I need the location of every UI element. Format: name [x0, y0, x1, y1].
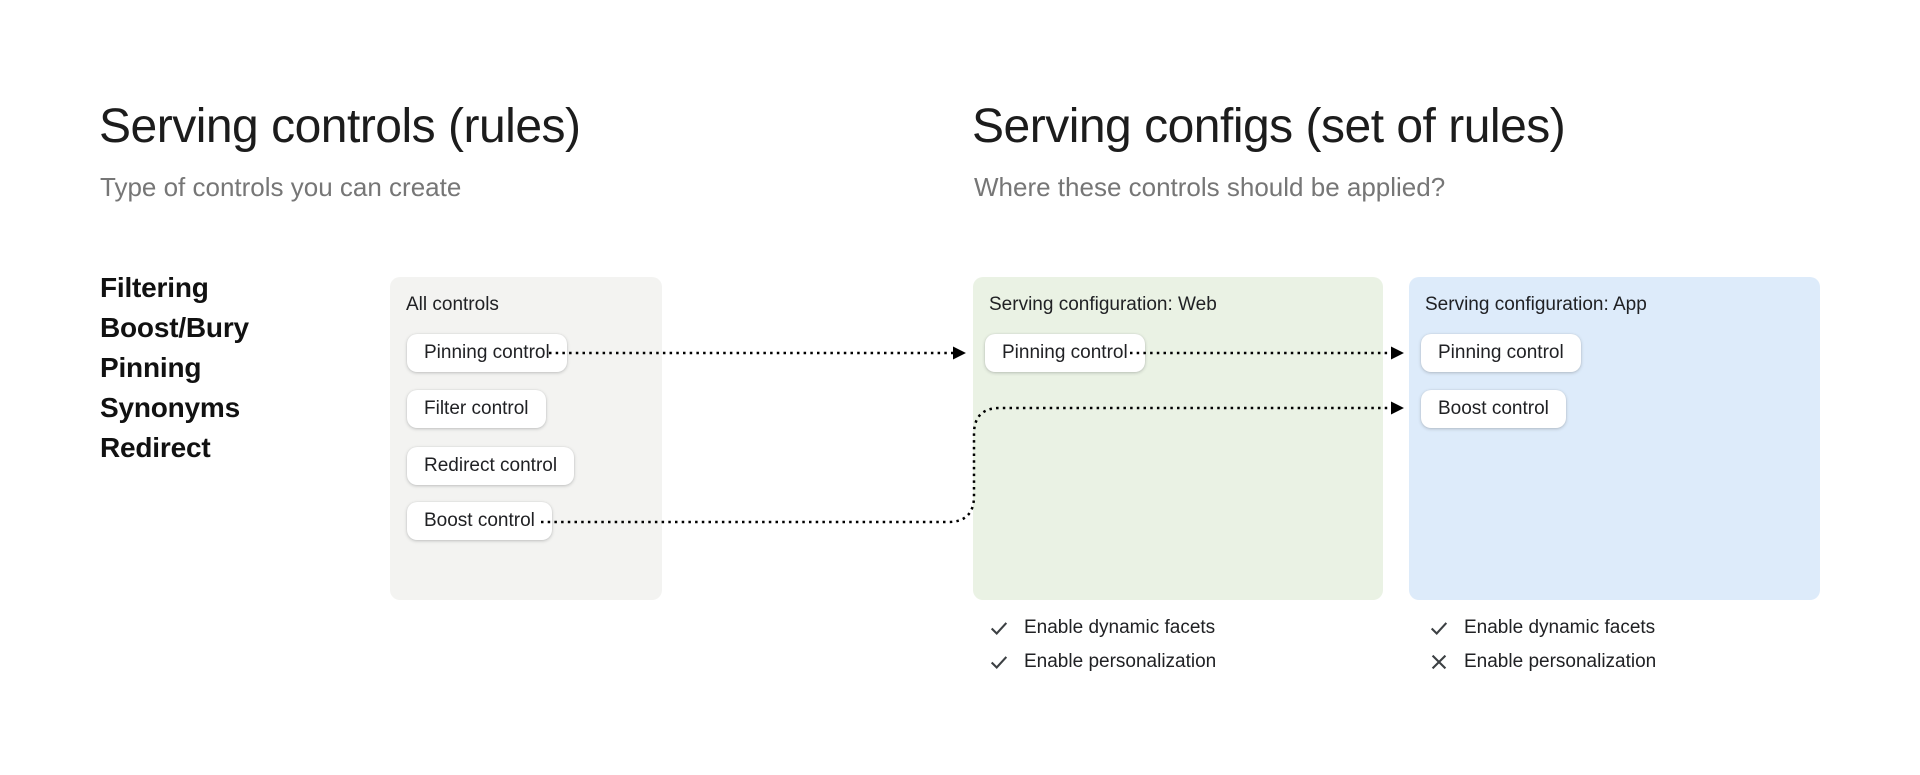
control-type-redirect: Redirect [100, 432, 211, 463]
web-feature-personalization: Enable personalization [988, 651, 1216, 673]
control-type-synonyms: Synonyms [100, 392, 240, 423]
app-feature-dynamic-facets: Enable dynamic facets [1428, 617, 1656, 639]
app-config-features: Enable dynamic facets Enable personaliza… [1428, 617, 1656, 673]
check-icon [990, 656, 1008, 670]
web-config-card: Serving configuration: Web Pinning contr… [973, 277, 1383, 600]
control-types-list: Filtering Boost/Bury Pinning Synonyms Re… [100, 272, 249, 463]
web-config-card-label: Serving configuration: Web [989, 294, 1217, 315]
web-feature-dynamic-facets: Enable dynamic facets [988, 617, 1216, 639]
app-boost-control-pill: Boost control [1421, 390, 1566, 428]
redirect-control-pill: Redirect control [407, 447, 575, 485]
app-config-card: Serving configuration: App Pinning contr… [1409, 277, 1820, 600]
feature-label: Enable personalization [1024, 651, 1217, 672]
pinning-control-pill: Pinning control [407, 334, 567, 372]
feature-label: Enable dynamic facets [1024, 617, 1216, 638]
boost-control-pill: Boost control [407, 502, 552, 540]
all-controls-card-label: All controls [406, 294, 499, 315]
feature-label: Enable dynamic facets [1464, 617, 1656, 638]
web-pinning-control-pill: Pinning control [985, 334, 1145, 372]
app-config-card-label: Serving configuration: App [1425, 294, 1647, 315]
check-icon [1430, 622, 1448, 636]
right-section-subtitle: Where these controls should be applied? [974, 172, 1446, 202]
feature-label: Enable personalization [1464, 651, 1657, 672]
left-section-title: Serving controls (rules) [99, 100, 581, 153]
right-section-title: Serving configs (set of rules) [972, 100, 1566, 153]
control-type-boost-bury: Boost/Bury [100, 312, 249, 343]
app-feature-personalization: Enable personalization [1428, 651, 1656, 673]
filter-control-pill: Filter control [407, 390, 546, 428]
cross-icon [1431, 654, 1447, 670]
check-icon [990, 622, 1008, 636]
control-type-pinning: Pinning [100, 352, 202, 383]
all-controls-card: All controls Pinning control Filter cont… [390, 277, 662, 600]
app-pinning-control-pill: Pinning control [1421, 334, 1581, 372]
control-type-filtering: Filtering [100, 272, 209, 303]
left-section-subtitle: Type of controls you can create [100, 172, 462, 202]
web-config-features: Enable dynamic facets Enable personaliza… [988, 617, 1216, 673]
